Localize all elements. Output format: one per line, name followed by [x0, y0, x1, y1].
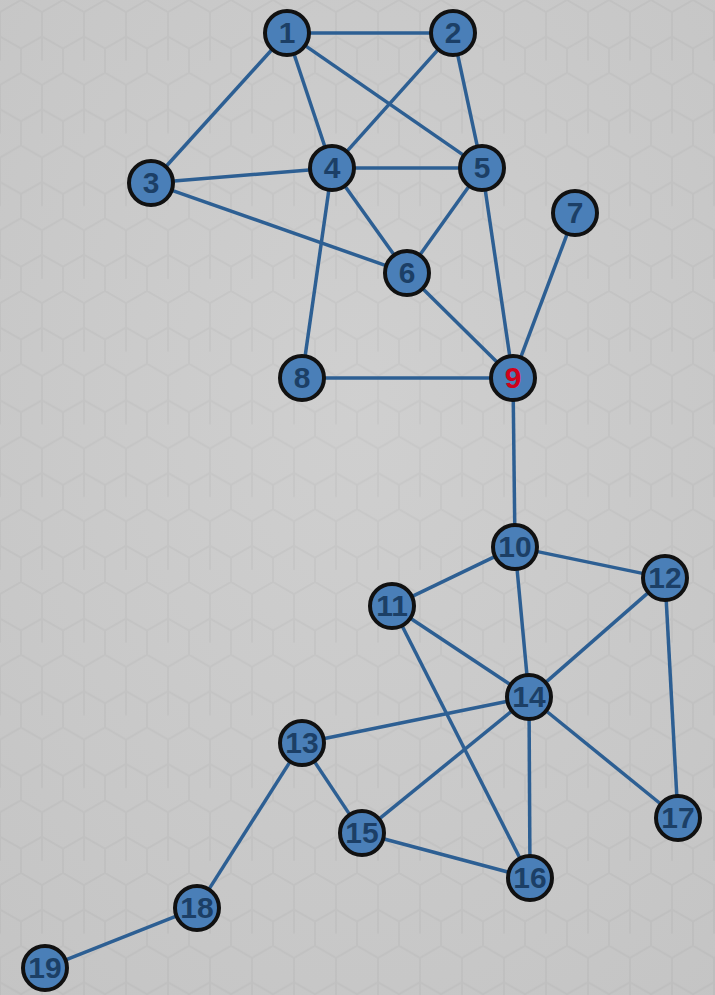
node-number: 2	[445, 18, 462, 48]
graph-node: 17	[654, 794, 702, 842]
graph-edge	[347, 50, 437, 151]
node-number: 11	[376, 591, 408, 621]
graph-node: 5	[458, 144, 506, 192]
graph-edge	[458, 55, 477, 145]
graph-edge	[485, 191, 509, 355]
graph-edge	[306, 46, 463, 155]
graph-edge	[305, 191, 328, 355]
node-number: 14	[512, 682, 545, 712]
graph-edge	[547, 711, 660, 803]
graph-node: 1	[263, 9, 311, 57]
graph-node: 8	[278, 354, 326, 402]
graph-edge	[174, 170, 309, 181]
graph-edge	[325, 376, 490, 380]
graph-edge	[384, 839, 508, 872]
graph-edge	[173, 191, 386, 266]
graph-node: 4	[308, 144, 356, 192]
graph-edge	[538, 552, 643, 574]
node-number: 15	[345, 818, 378, 848]
node-number: 12	[648, 563, 681, 593]
graph-node: 16	[506, 854, 554, 902]
node-number: 8	[294, 363, 311, 393]
node-number: 19	[28, 953, 61, 983]
graph-node: 7	[551, 189, 599, 237]
graph-edge	[380, 712, 511, 819]
graph-edge	[420, 187, 468, 255]
node-number: 13	[285, 728, 318, 758]
node-number: 6	[399, 258, 416, 288]
graph-edge	[315, 762, 349, 814]
graph-edge	[166, 50, 271, 166]
graph-edge	[521, 235, 567, 357]
graph-edge	[666, 601, 677, 795]
node-number: 10	[498, 532, 531, 562]
graph-node: 11	[368, 582, 416, 630]
graph-edge	[209, 762, 289, 888]
graph-node: 18	[173, 884, 221, 932]
graph-node: 13	[278, 719, 326, 767]
graph-edge	[517, 570, 527, 674]
graph-edge	[345, 187, 393, 255]
node-number: 9	[505, 363, 522, 393]
node-number: 7	[567, 198, 584, 228]
graph-node: 3	[127, 159, 175, 207]
node-number: 4	[324, 153, 341, 183]
graph-edge	[413, 557, 495, 596]
graph-node: 9	[489, 354, 537, 402]
node-number: 16	[513, 863, 546, 893]
graph-edge	[402, 627, 519, 858]
graph-edge	[310, 31, 430, 35]
graph-node: 19	[21, 944, 69, 992]
graph-edge	[527, 720, 531, 855]
graph-edge	[325, 702, 507, 739]
node-number: 17	[661, 803, 694, 833]
node-number: 18	[180, 893, 213, 923]
node-number: 1	[279, 18, 296, 48]
node-number: 5	[474, 153, 491, 183]
graph-node: 14	[505, 673, 553, 721]
graph-node: 10	[491, 523, 539, 571]
graph-edge	[423, 289, 496, 362]
node-number: 3	[143, 168, 160, 198]
graph-node: 15	[338, 809, 386, 857]
graph-edge	[513, 401, 514, 524]
graph-node: 12	[641, 554, 689, 602]
graph-edge	[66, 916, 175, 959]
graph-edge	[546, 593, 647, 682]
graph-node: 2	[429, 9, 477, 57]
graph-node: 6	[383, 249, 431, 297]
graph-edge	[294, 55, 324, 146]
graph-edge	[355, 166, 459, 170]
